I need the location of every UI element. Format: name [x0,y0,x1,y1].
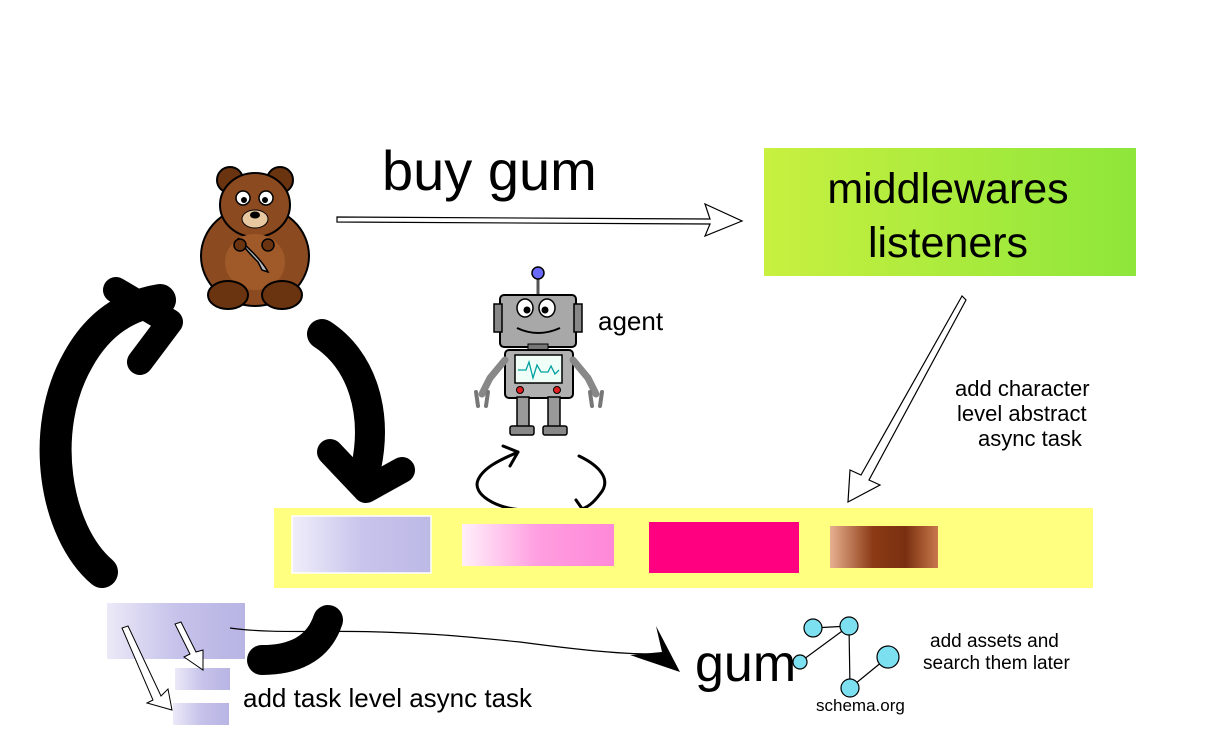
queue-task-4 [830,526,938,568]
assets-label-line1: add assets and [930,631,1059,652]
queue-task-3 [649,522,799,573]
queue-task-2 [462,524,614,566]
subtask-arrow-2 [174,621,204,671]
schema-label: schema.org [816,696,905,715]
assets-label-line2: search them later [923,653,1070,674]
middleware-label-line1: middlewares [827,165,1068,213]
gum-label: gum [695,635,796,693]
action-arrow [336,202,744,238]
action-label: buy gum [382,139,597,202]
task-to-gum-arrowhead [630,626,680,672]
subtask-arrow-1 [121,625,173,711]
middleware-to-queue-arrow [847,295,967,504]
queue-task-1 [291,515,432,574]
middleware-label-line2: listeners [868,219,1028,267]
task-to-gum-curve [229,627,653,655]
character-task-line3: async task [978,426,1083,451]
task-level-subtask-2 [173,703,229,725]
schema-graph [792,616,900,698]
character-task-line2: level abstract [957,401,1087,426]
queue-to-user-arrow [39,277,183,588]
user-to-queue-arrow [307,319,415,503]
character-task-line1: add character [955,376,1090,401]
bear-icon [200,166,310,310]
robot-icon [474,266,604,436]
middleware-box [764,148,1136,276]
task-level-label: add task level async task [243,683,533,713]
lower-black-stroke [247,605,343,675]
task-level-subtask-1 [175,668,230,690]
agent-label: agent [598,306,664,336]
